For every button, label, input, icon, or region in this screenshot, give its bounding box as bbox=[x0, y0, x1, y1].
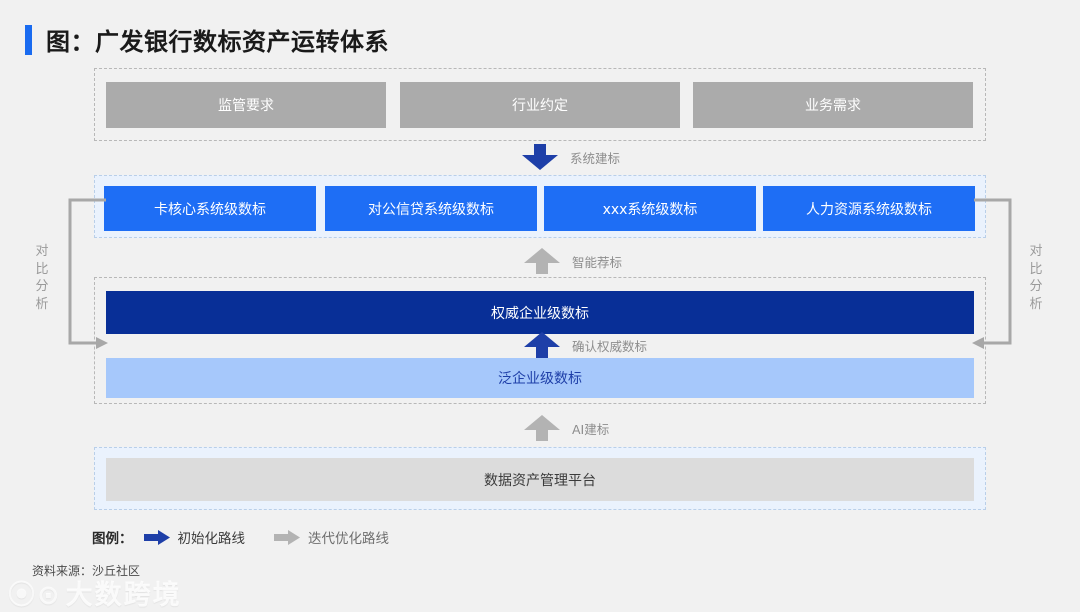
box-general-enterprise-standard[interactable]: 泛企业级数标 bbox=[106, 358, 974, 398]
box-label: 权威企业级数标 bbox=[491, 305, 589, 322]
arrow-up-icon bbox=[524, 332, 560, 358]
arrow-right-blue-icon bbox=[143, 529, 170, 545]
box-xxx-system-standard[interactable]: xxx系统级数标 bbox=[544, 186, 756, 231]
flow-label: 系统建标 bbox=[570, 150, 621, 166]
box-label: 卡核心系统级数标 bbox=[154, 201, 266, 218]
box-label: 行业约定 bbox=[512, 98, 568, 114]
arrow-up-icon bbox=[524, 248, 560, 274]
legend-item-iterative-optimization: 迭代优化路线 bbox=[274, 527, 389, 547]
legend-label: 初始化路线 bbox=[177, 531, 246, 547]
right-compare-label: 对比分析 bbox=[1029, 244, 1043, 312]
page-title: 图：广发银行数标资产运转体系 bbox=[25, 22, 389, 57]
page-title-text: 图：广发银行数标资产运转体系 bbox=[46, 28, 389, 56]
legend: 图例： 初始化路线 迭代优化路线 bbox=[92, 527, 409, 547]
box-card-core-system-standard[interactable]: 卡核心系统级数标 bbox=[104, 186, 316, 231]
legend-title: 图例： bbox=[92, 531, 133, 547]
flow-system-standardization: 系统建标 bbox=[520, 144, 620, 170]
box-label: 人力资源系统级数标 bbox=[806, 201, 932, 218]
box-corporate-credit-system-standard[interactable]: 对公信贷系统级数标 bbox=[325, 186, 537, 231]
box-label: 监管要求 bbox=[218, 98, 274, 114]
box-industry-agreement[interactable]: 行业约定 bbox=[400, 82, 680, 128]
band-drivers bbox=[94, 68, 986, 141]
flow-ai-standard-building: AI建标 bbox=[522, 415, 609, 441]
box-label: 数据资产管理平台 bbox=[484, 472, 596, 489]
band-enterprise-level bbox=[94, 277, 986, 404]
box-authoritative-enterprise-standard[interactable]: 权威企业级数标 bbox=[106, 291, 974, 334]
flow-confirm-authoritative-standard: 确认权威数标 bbox=[522, 332, 647, 358]
box-label: 业务需求 bbox=[805, 98, 861, 114]
right-compare-bracket bbox=[972, 198, 1012, 349]
box-data-asset-management-platform[interactable]: 数据资产管理平台 bbox=[106, 458, 974, 501]
arrow-right-gray-icon bbox=[274, 529, 300, 545]
watermark-text: 大数跨境 bbox=[65, 580, 182, 611]
flow-label: AI建标 bbox=[572, 421, 610, 437]
box-label: xxx系统级数标 bbox=[602, 201, 698, 218]
title-accent-bar bbox=[25, 24, 32, 55]
arrow-up-icon bbox=[524, 415, 560, 441]
flow-label: 确认权威数标 bbox=[572, 338, 648, 354]
box-label: 对公信贷系统级数标 bbox=[368, 201, 494, 218]
legend-label: 迭代优化路线 bbox=[308, 531, 389, 547]
box-label: 泛企业级数标 bbox=[498, 371, 582, 387]
box-hr-system-standard[interactable]: 人力资源系统级数标 bbox=[763, 186, 975, 231]
flow-label: 智能荐标 bbox=[572, 254, 623, 270]
arrow-down-icon bbox=[522, 144, 558, 170]
flow-intelligent-recommendation: 智能荐标 bbox=[522, 248, 622, 274]
left-compare-bracket bbox=[68, 198, 108, 349]
source-note: 资料来源：沙丘社区 bbox=[32, 564, 141, 578]
left-compare-label: 对比分析 bbox=[35, 244, 49, 312]
box-business-demand[interactable]: 业务需求 bbox=[693, 82, 973, 128]
legend-item-initialization: 初始化路线 bbox=[143, 527, 246, 547]
box-regulatory-requirement[interactable]: 监管要求 bbox=[106, 82, 386, 128]
